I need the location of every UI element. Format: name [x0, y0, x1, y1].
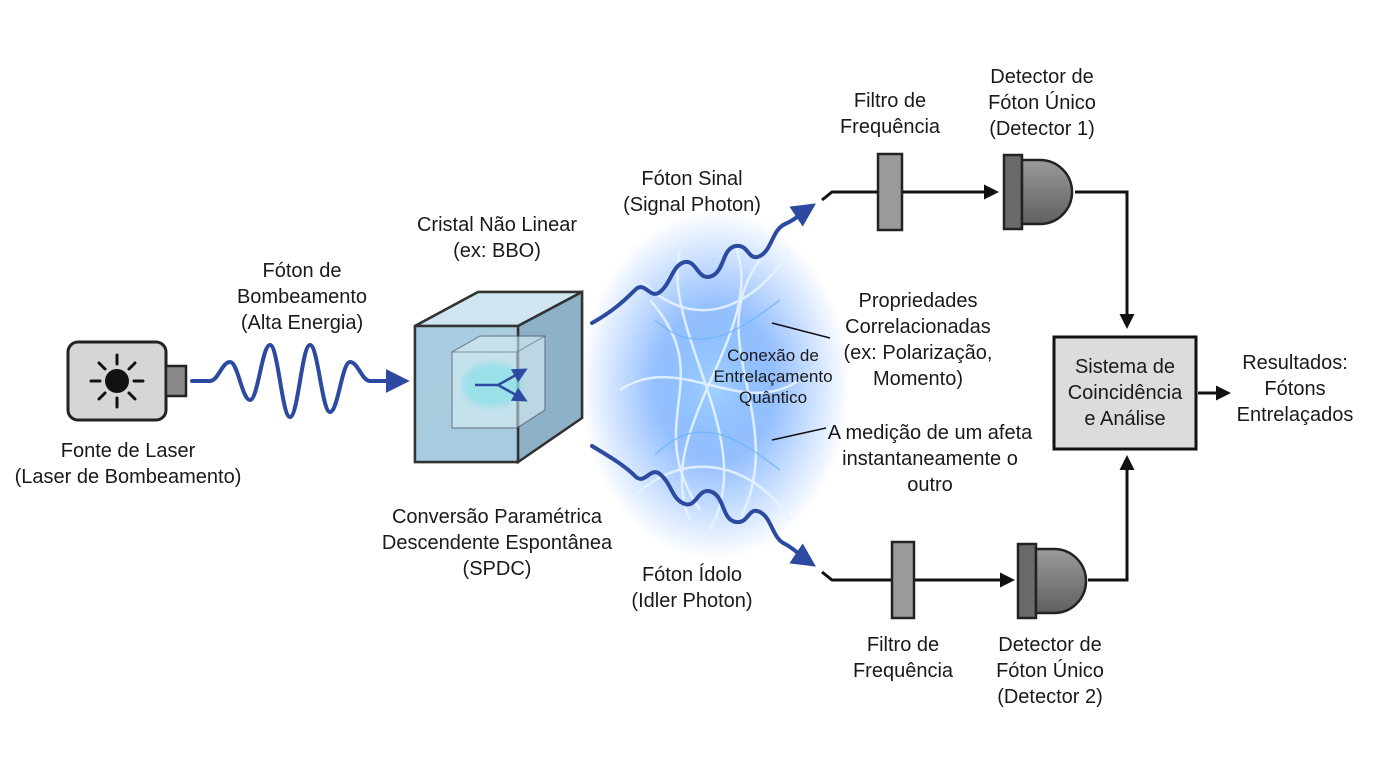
- top-beam-path: [821, 184, 999, 202]
- signal-photon-wave: [590, 203, 816, 325]
- detector-icon: [1002, 153, 1074, 231]
- split-arrow-icon: [475, 368, 528, 402]
- annotation-lines: [771, 322, 831, 441]
- laser-source-label: Fonte de Laser(Laser de Bombeamento): [14, 440, 242, 488]
- detector-icon: [1016, 542, 1088, 620]
- pump-photon-wave: [190, 342, 410, 420]
- crystal-label: Cristal Não Linear(ex: BBO): [416, 214, 578, 262]
- entanglement-glow: [580, 210, 850, 560]
- crystal-cube: [413, 289, 584, 465]
- idler-photon-label: Fóton Ídolo(Idler Photon): [631, 564, 753, 612]
- sun-icon: [89, 353, 145, 409]
- bottom-beam-path: [821, 570, 1015, 588]
- laser-source: [66, 340, 188, 422]
- idler-photon-wave: [590, 444, 816, 567]
- coincidence-box: [1052, 335, 1198, 451]
- detector-connectors: [1075, 190, 1231, 582]
- frequency-filter-top: [876, 152, 904, 232]
- signal-photon-label: Fóton Sinal(Signal Photon): [623, 168, 761, 216]
- frequency-filter-bottom: [890, 540, 916, 620]
